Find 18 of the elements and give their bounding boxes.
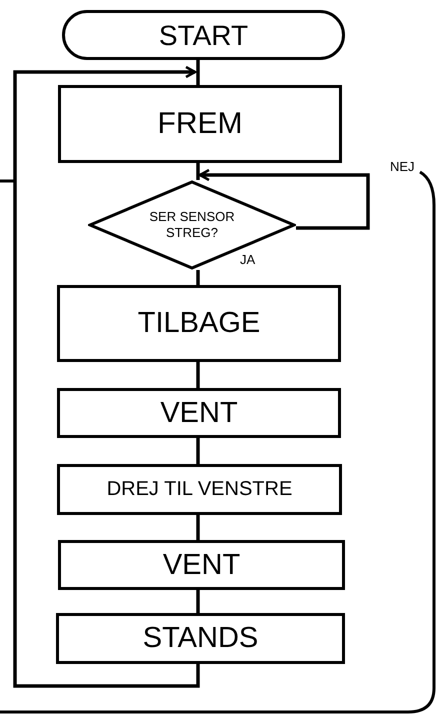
edge-label: NEJ <box>388 160 417 173</box>
connector-line <box>196 515 200 540</box>
process-box: VENT <box>57 388 341 438</box>
connector-line <box>196 270 200 285</box>
process-box: DREJ TIL VENSTRE <box>57 464 342 515</box>
terminal-box: START <box>62 10 345 60</box>
connector-line <box>196 163 200 180</box>
connector-line <box>196 438 200 464</box>
connector-line <box>196 590 200 613</box>
arrow <box>13 66 200 688</box>
edge-label: JA <box>238 253 258 266</box>
connector-line <box>196 362 200 388</box>
process-box: FREM <box>58 85 342 163</box>
process-box: TILBAGE <box>57 285 341 362</box>
connector-line <box>196 60 200 85</box>
process-box: VENT <box>58 540 345 590</box>
arrow <box>198 168 370 230</box>
process-box: STANDS <box>56 613 345 664</box>
